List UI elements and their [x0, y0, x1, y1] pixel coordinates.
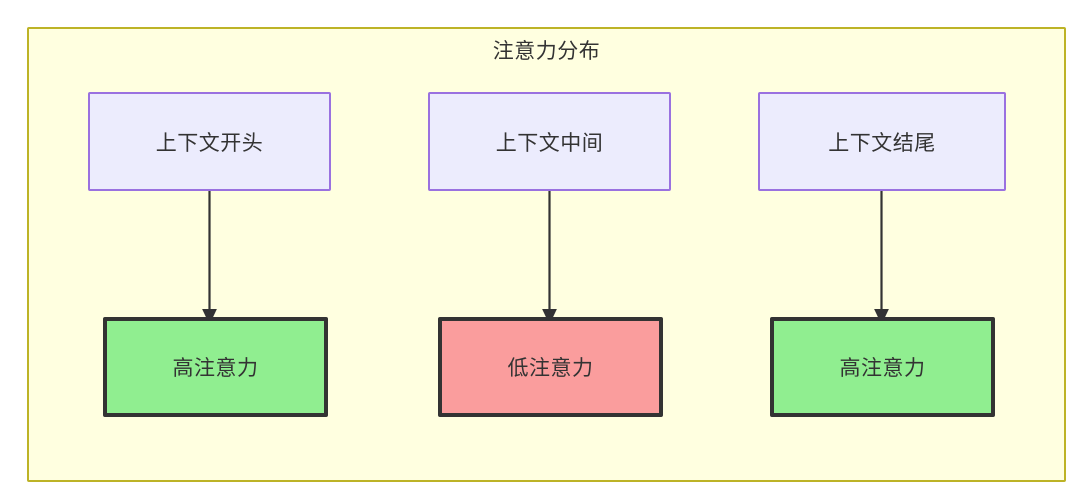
node-high-attention-end[interactable]: 高注意力 — [770, 317, 995, 417]
node-high-attention-start-label: 高注意力 — [172, 357, 259, 380]
node-context-middle[interactable]: 上下文中间 — [428, 92, 671, 191]
node-context-middle-label: 上下文中间 — [495, 131, 604, 155]
node-low-attention-middle[interactable]: 低注意力 — [438, 317, 663, 417]
subgraph-title: 注意力分布 — [492, 40, 601, 63]
node-low-attention-middle-label: 低注意力 — [507, 357, 594, 380]
node-context-end-label: 上下文结尾 — [828, 131, 936, 155]
node-high-attention-end-label: 高注意力 — [839, 357, 926, 380]
node-context-start-label: 上下文开头 — [155, 131, 264, 155]
node-high-attention-start[interactable]: 高注意力 — [103, 317, 328, 417]
node-context-end[interactable]: 上下文结尾 — [758, 92, 1006, 191]
node-context-start[interactable]: 上下文开头 — [88, 92, 331, 191]
